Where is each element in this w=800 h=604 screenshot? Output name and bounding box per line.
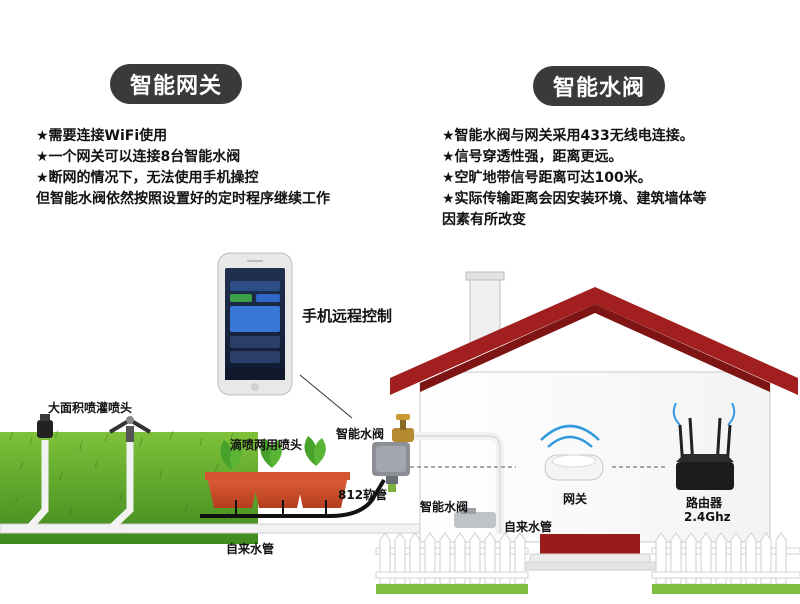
valve-bullet: ★空旷地带信号距离可达100米。 [442, 170, 652, 186]
gateway-bullet: ★一个网关可以连接8台智能水阀 [36, 149, 241, 165]
gateway-device-icon [540, 424, 604, 481]
impact-sprinkler-icon [108, 416, 152, 442]
router-label: 路由器 [686, 496, 723, 510]
sprinkler-system [27, 414, 152, 530]
faucet-icon [392, 414, 414, 442]
gateway-bullet: ★需要连接WiFi使用 [36, 128, 168, 144]
gateway-label: 网关 [563, 492, 588, 506]
inline-valve-icon [454, 508, 496, 528]
house [390, 271, 798, 571]
tap-water-house-label: 自来水管 [504, 520, 553, 534]
gateway-bullet: 但智能水阀依然按照设置好的定时程序继续工作 [36, 191, 330, 207]
sprinkler-head-icon [37, 420, 53, 438]
valve-bullet: ★智能水阀与网关采用433无线电连接。 [442, 128, 694, 144]
sprinkler-label: 大面积喷灌喷头 [48, 401, 133, 415]
drip-planters [200, 436, 386, 518]
gateway-title: 智能网关 [110, 64, 242, 104]
fence-right [651, 532, 800, 594]
house-pipes [372, 414, 504, 534]
ground-water-pipe [0, 523, 461, 534]
smart-valve-device-icon [372, 442, 410, 492]
valve-bullet: ★信号穿透性强，距离更远。 [442, 149, 623, 165]
phone-control-label: 手机远程控制 [302, 307, 393, 325]
valve-bullet-list: ★智能水阀与网关采用433无线电连接。 ★信号穿透性强，距离更远。 ★空旷地带信… [442, 126, 707, 231]
phone-icon [217, 252, 293, 396]
gateway-bullet: ★断网的情况下，无法使用手机操控 [36, 170, 259, 186]
valve-bullet: ★实际传输距离会因安装环境、建筑墙体等 [442, 191, 707, 207]
fence-left [375, 532, 529, 594]
drip-label: 滴喷两用喷头 [230, 438, 303, 452]
valve-title: 智能水阀 [533, 66, 665, 106]
valve-bottom-label: 智能水阀 [420, 500, 469, 514]
tap-water-ground-label: 自来水管 [226, 542, 275, 556]
router-icon [672, 402, 736, 490]
gateway-bullet-list: ★需要连接WiFi使用 ★一个网关可以连接8台智能水阀 ★断网的情况下，无法使用… [36, 126, 330, 210]
callout-line [299, 374, 353, 419]
router-band-label: 2.4Ghz [684, 510, 731, 524]
valve-top-label: 智能水阀 [336, 427, 385, 441]
hose-label: 812软管 [338, 488, 388, 502]
valve-bullet: 因素有所改变 [442, 212, 526, 228]
